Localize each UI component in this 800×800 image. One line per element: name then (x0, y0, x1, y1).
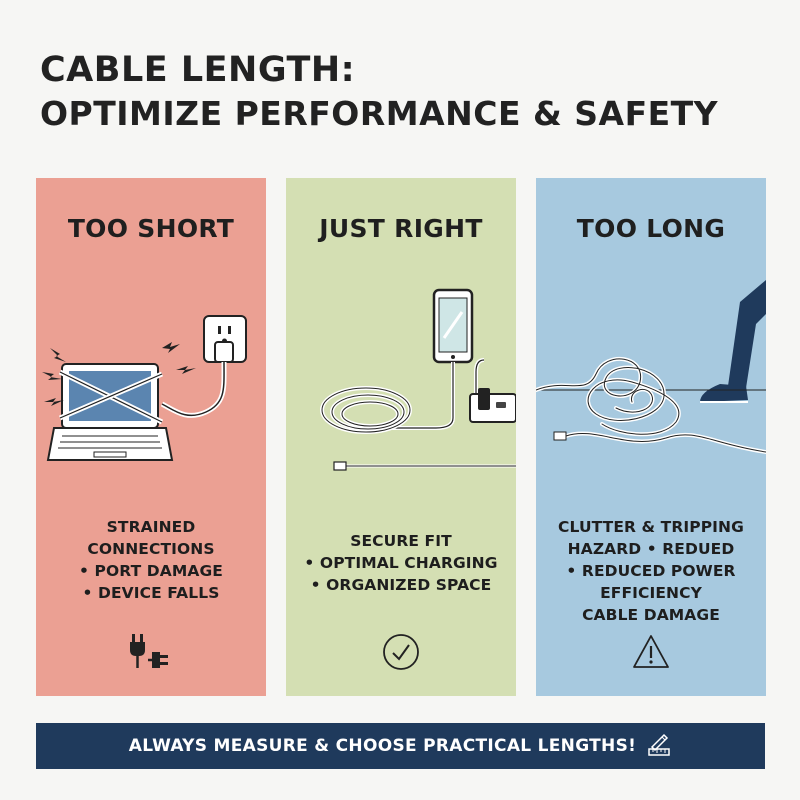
point-text: HAZARD • REDUED (567, 540, 735, 558)
badge-just-right (286, 630, 516, 674)
advice-banner: ALWAYS MEASURE & CHOOSE PRACTICAL LENGTH… (36, 723, 765, 769)
checkmark-circle-icon (383, 634, 419, 670)
point-text: STRAINED (106, 518, 196, 536)
tangled-cable-tripping-illustration (536, 280, 766, 454)
point-text: SECURE FIT (350, 532, 452, 550)
point-text: • OPTIMAL CHARGING (304, 554, 498, 572)
banner-text: ALWAYS MEASURE & CHOOSE PRACTICAL LENGTH… (128, 736, 637, 756)
points-too-short: STRAINED CONNECTIONS • PORT DAMAGE • DEV… (36, 516, 266, 604)
point-text: • DEVICE FALLS (82, 584, 220, 602)
panel-heading-too-short: TOO SHORT (67, 214, 235, 243)
panel-heading-too-long: TOO LONG (576, 214, 726, 243)
ruler-pencil-icon (646, 733, 672, 759)
point-text: • REDUCED POWER EFFICIENCY (566, 562, 736, 602)
point-text: • ORGANIZED SPACE (310, 576, 492, 594)
organized-charging-illustration (320, 288, 516, 471)
panel-too-long: TOO LONG CLUTTER & TRIPPING HAZARD • RED… (536, 178, 766, 696)
point-text: CABLE DAMAGE (582, 606, 720, 624)
point-text: CONNECTIONS (87, 540, 215, 558)
badge-too-long (536, 630, 766, 674)
points-too-long: CLUTTER & TRIPPING HAZARD • REDUED • RED… (536, 516, 766, 626)
page-title: CABLE LENGTH: OPTIMIZE PERFORMANCE & SAF… (40, 48, 780, 136)
panel-too-short: TOO SHORT (36, 178, 266, 696)
point-text: CLUTTER & TRIPPING (558, 518, 744, 536)
points-just-right: SECURE FIT • OPTIMAL CHARGING • ORGANIZE… (286, 530, 516, 596)
warning-triangle-icon (633, 635, 669, 668)
badge-too-short (36, 630, 266, 674)
panel-heading-just-right: JUST RIGHT (319, 214, 483, 243)
unplugged-plug-icon (130, 634, 168, 668)
title-line-1: CABLE LENGTH: (40, 50, 356, 90)
title-line-2: OPTIMIZE PERFORMANCE & SAFETY (40, 94, 719, 133)
point-text: • PORT DAMAGE (79, 562, 223, 580)
strained-laptop-illustration (42, 315, 247, 461)
panel-just-right: JUST RIGHT SECURE FIT • OP (286, 178, 516, 696)
